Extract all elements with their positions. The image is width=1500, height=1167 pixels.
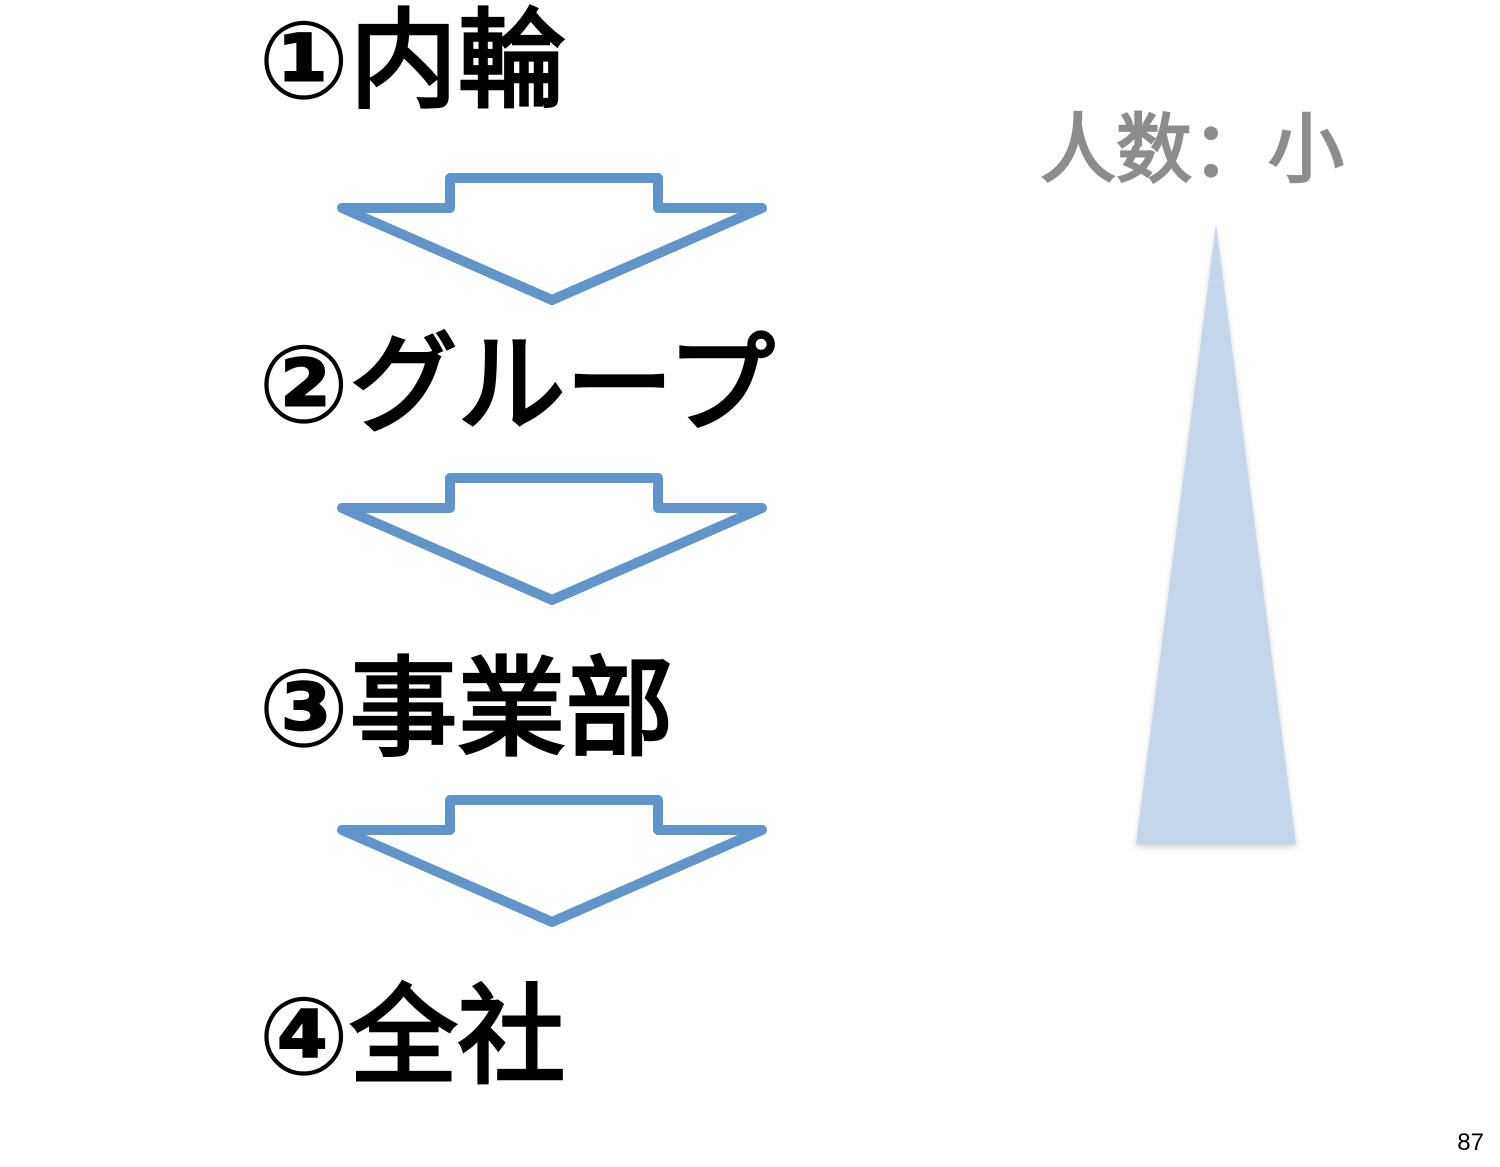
step-3-label: ③事業部	[258, 647, 674, 772]
down-arrow-icon	[337, 473, 767, 605]
step-2-label: ②グループ	[258, 323, 775, 448]
headcount-label: 人数：小	[1040, 105, 1344, 194]
triangle-wedge-icon	[1136, 224, 1296, 844]
step-1-label: ①内輪	[258, 0, 566, 124]
step-4-label: ④全社	[258, 975, 566, 1100]
down-arrow-icon	[337, 173, 767, 305]
down-arrow-icon	[337, 795, 767, 927]
page-number: 87	[1457, 1129, 1484, 1156]
